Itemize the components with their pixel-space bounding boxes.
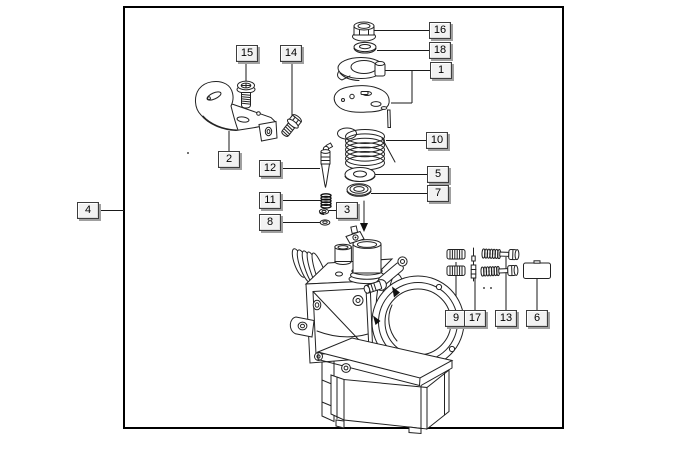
carburetor-body bbox=[289, 225, 465, 435]
callout-13[interactable]: 13 bbox=[495, 310, 517, 327]
washer-part bbox=[353, 41, 377, 54]
callout-connector-lines bbox=[98, 30, 538, 310]
callout-16[interactable]: 16 bbox=[429, 22, 451, 39]
flat-washer-part bbox=[344, 167, 376, 183]
needle-clip-part bbox=[318, 208, 330, 215]
callout-15[interactable]: 15 bbox=[236, 45, 258, 62]
callout-10[interactable]: 10 bbox=[426, 132, 448, 149]
return-spring-part bbox=[337, 127, 396, 171]
reference-dots bbox=[187, 152, 492, 289]
callout-14[interactable]: 14 bbox=[280, 45, 302, 62]
cam-plate-part bbox=[333, 85, 392, 128]
callout-3[interactable]: 3 bbox=[336, 202, 358, 219]
callout-7[interactable]: 7 bbox=[427, 185, 449, 202]
callout-2[interactable]: 2 bbox=[218, 151, 240, 168]
callout-5[interactable]: 5 bbox=[427, 166, 449, 183]
callout-11[interactable]: 11 bbox=[259, 192, 281, 209]
bearing-part bbox=[346, 183, 372, 197]
callout-1[interactable]: 1 bbox=[430, 62, 452, 79]
callout-17[interactable]: 17 bbox=[464, 310, 486, 327]
mounting-bracket-part bbox=[195, 80, 278, 142]
callout-12[interactable]: 12 bbox=[259, 160, 281, 177]
cap-part bbox=[523, 260, 551, 279]
adjuster-screws-part bbox=[480, 248, 520, 277]
idle-needle-part bbox=[470, 247, 477, 282]
callout-6[interactable]: 6 bbox=[526, 310, 548, 327]
jet-needle-part bbox=[320, 142, 334, 188]
adjuster-springs-part bbox=[446, 249, 466, 276]
callout-8[interactable]: 8 bbox=[259, 214, 281, 231]
set-screw-part bbox=[281, 114, 302, 137]
retainer-ring-part bbox=[319, 219, 331, 226]
bracket-screw-part bbox=[236, 80, 256, 109]
assembly-arrow bbox=[360, 200, 368, 232]
throttle-cam-part bbox=[337, 57, 386, 81]
callout-4[interactable]: 4 bbox=[77, 202, 99, 219]
callout-18[interactable]: 18 bbox=[429, 42, 451, 59]
needle-spring-part bbox=[320, 193, 332, 209]
flange-nut-part bbox=[352, 21, 376, 42]
